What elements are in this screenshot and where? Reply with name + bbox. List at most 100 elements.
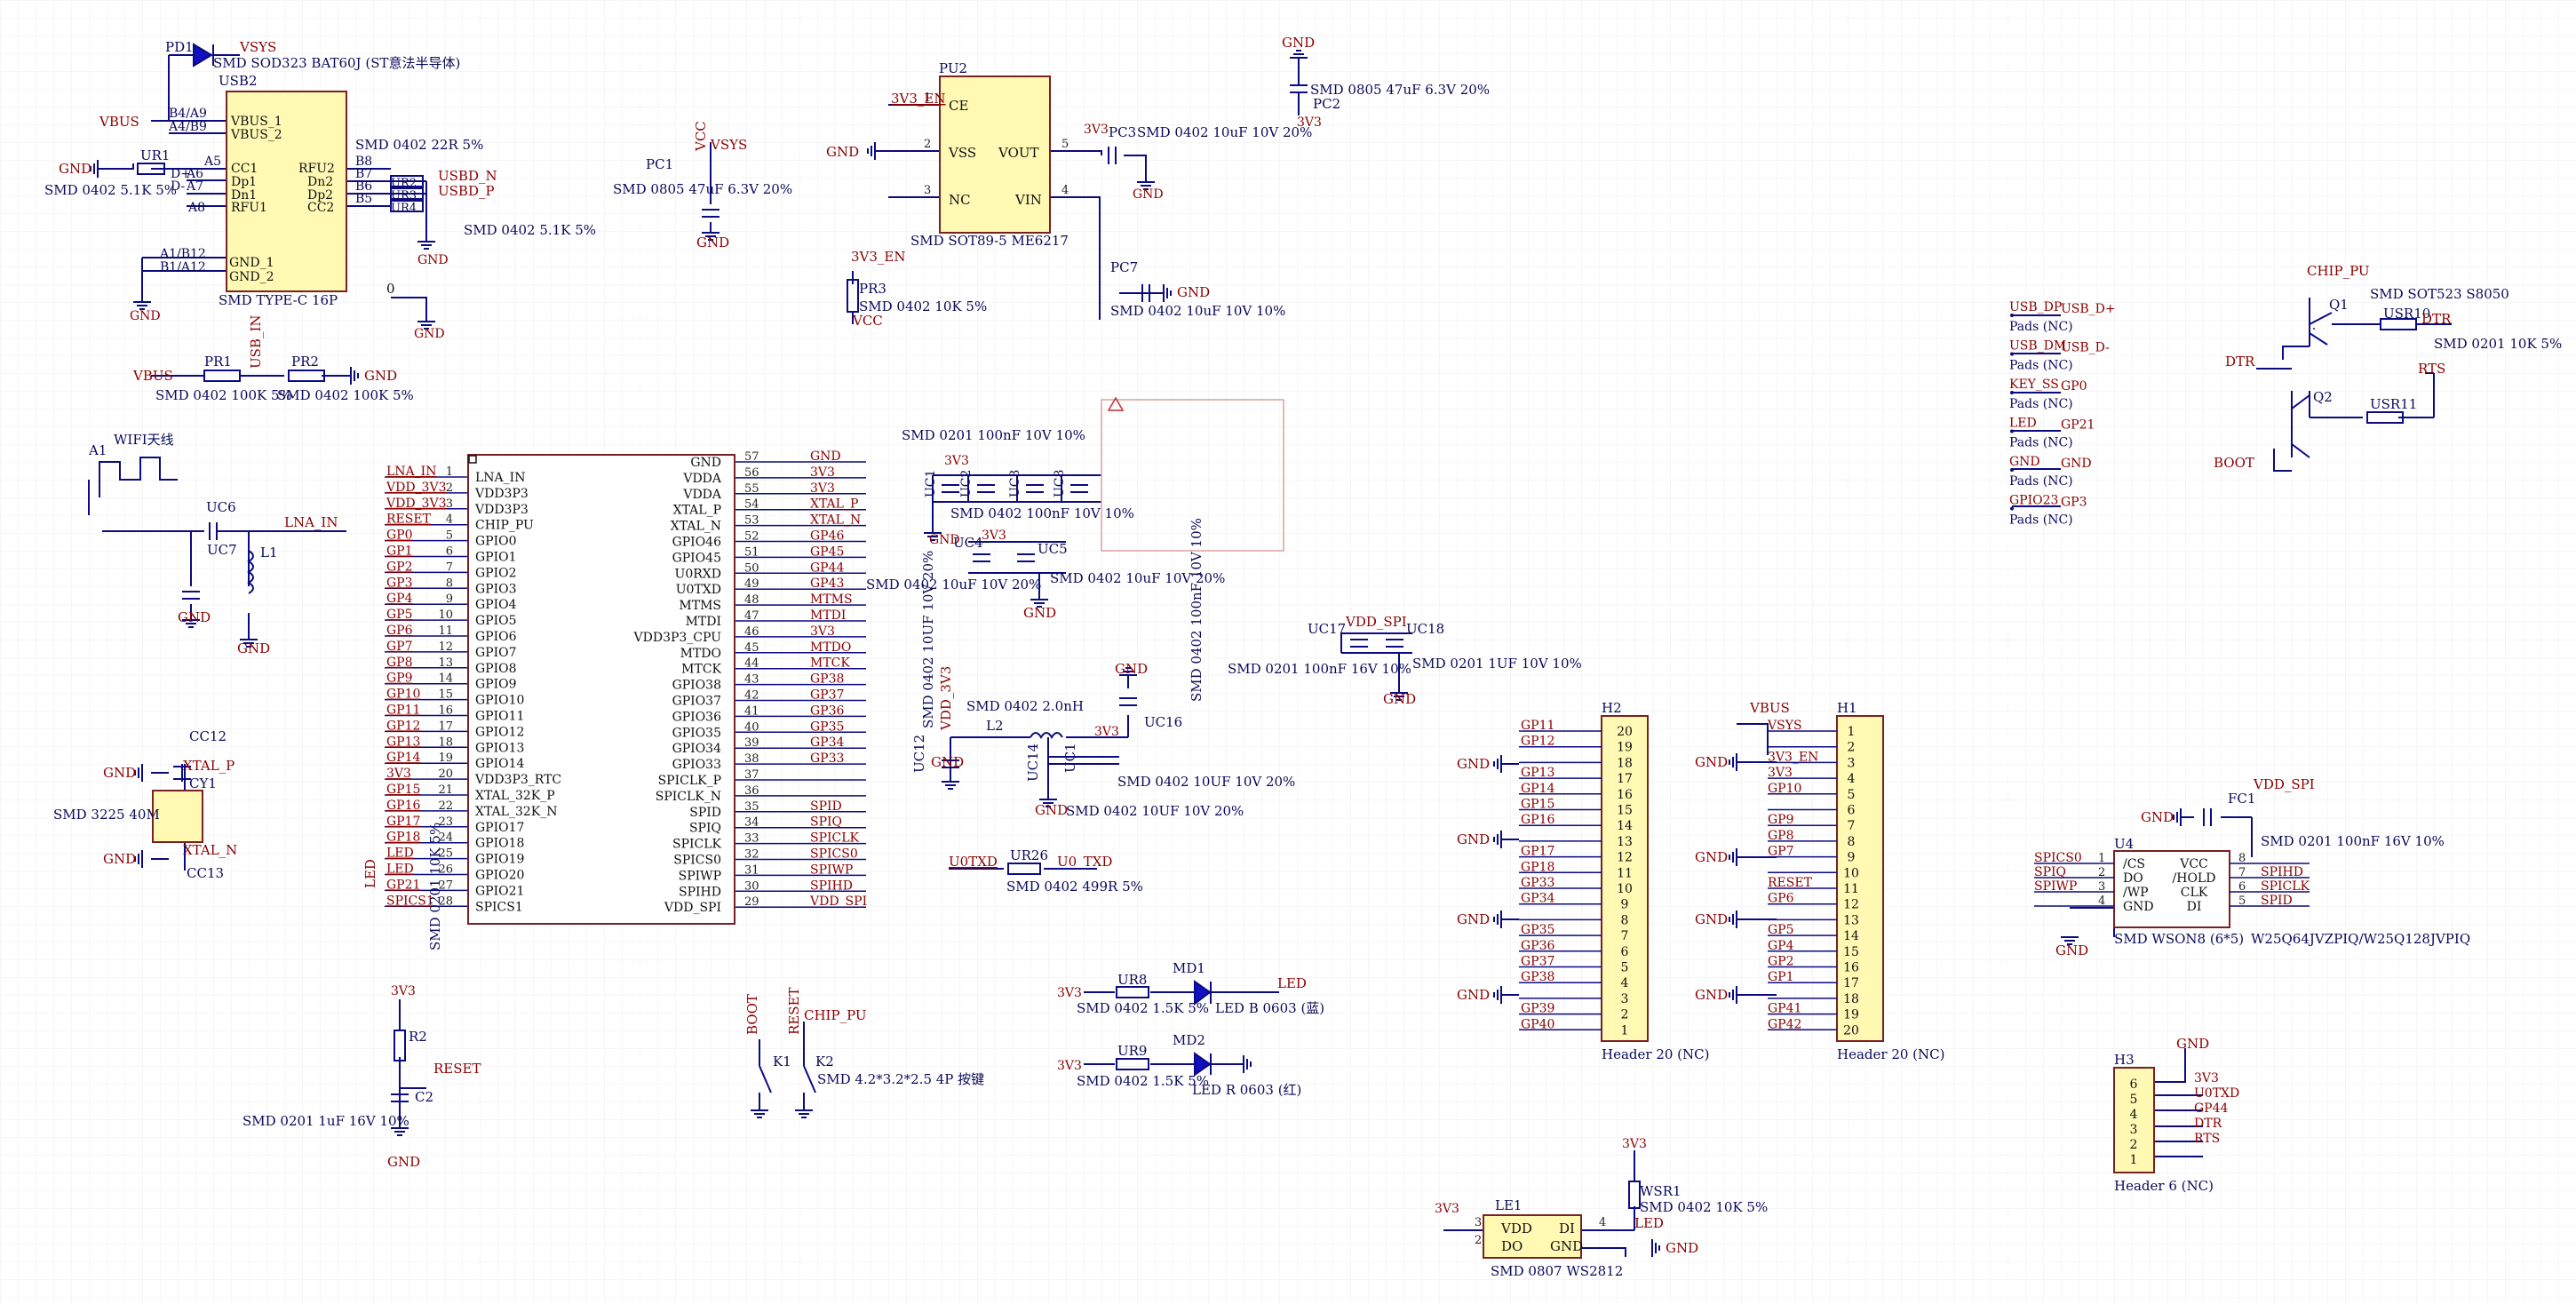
usb2-pin-a8: A8 [187, 201, 205, 215]
uc18-comment: SMD 0201 1UF 10V 10% [1412, 656, 1582, 672]
h2-net: GP16 [1521, 813, 1555, 827]
u4-left-pin: DO [2123, 871, 2143, 886]
mcu-right-net: GP36 [810, 704, 845, 718]
mcu-left-net: RESET [386, 513, 432, 527]
mcu-right-pin-name: MTCK [681, 663, 721, 677]
mcu-right-net: SPICLK [810, 831, 860, 846]
mcu-left-pin-name: VDD3P3_RTC [474, 773, 561, 787]
uc18-capacitor [1386, 639, 1403, 648]
md1-comment: LED B 0603 (蓝) [1215, 1000, 1324, 1016]
c2-designator: C2 [415, 1089, 433, 1105]
zero-gnd [417, 321, 435, 330]
h3-net: GP44 [2194, 1101, 2229, 1116]
h1-net: 3V3_EN [1768, 750, 1818, 764]
mcu-left-net: GP18 [386, 831, 420, 845]
mcu-right-net: MTDI [810, 608, 846, 623]
usb2-pin-rfu1: RFU1 [231, 201, 267, 215]
mcu-left-net: GP16 [386, 799, 421, 813]
h2-comment: Header 20 (NC) [1602, 1046, 1709, 1062]
usb2-body [226, 91, 347, 292]
ur1-gnd [90, 160, 99, 178]
mcu-left-pin-name: XTAL_32K_P [475, 789, 555, 803]
reset-button-label: RESET [786, 988, 802, 1035]
wifi-antenna-label: WIFI天线 [114, 432, 174, 448]
h1-pin-number: 14 [1843, 929, 1859, 943]
mcu-left-pin-name: GPIO10 [475, 694, 524, 708]
xtal-p-label: XTAL_P [183, 758, 235, 774]
pad-label: Pads (NC) [2009, 436, 2073, 450]
h2-pin-number: 3 [1621, 992, 1629, 1006]
u4-right-pin: VCC [2179, 857, 2208, 871]
h1-pin-number: 6 [1848, 804, 1856, 818]
mcu-left-pin-name: GPIO2 [475, 566, 517, 580]
u4-right-net: SPIHD [2261, 865, 2303, 879]
ur26-designator: UR26 [1010, 847, 1048, 863]
h1-body [1836, 715, 1884, 1042]
pad-out-net: USB_D+ [2061, 302, 2116, 316]
uc3-designator: UC3 [1008, 470, 1022, 497]
mcu-left-net: GP21 [386, 878, 420, 892]
mcu-left-pin-name: CHIP_PU [475, 519, 534, 533]
mcu-right-pin-number: 57 [744, 450, 759, 464]
mcu-left-pin-name: XTAL_32K_N [475, 805, 557, 819]
pr1-comment: SMD 0402 100K 5% [155, 387, 292, 403]
pc1-capacitor [702, 209, 720, 218]
mcu-left-pin-name: GPIO8 [475, 662, 517, 676]
h1-net: GP41 [1768, 1002, 1801, 1016]
mcu-right-pin-number: 41 [744, 704, 759, 718]
h1-net: GP10 [1768, 782, 1801, 796]
h1-net: GP42 [1768, 1017, 1801, 1031]
usb2-pin-vbus1: VBUS_1 [230, 115, 282, 129]
mcu-right-pin-number: 32 [744, 848, 759, 862]
mcu-body [467, 454, 735, 925]
mcu-right-net: GP33 [810, 751, 844, 766]
uc7-designator: UC7 [207, 542, 237, 558]
mcu-left-pin-name: SPICS1 [475, 900, 523, 914]
gnd-label-fc1: GND [2141, 809, 2174, 825]
mcu-left-net: GP3 [386, 576, 413, 590]
u4-comment: SMD WSON8 (6*5) [2114, 931, 2244, 947]
uc15-designator: UC1 [1062, 743, 1078, 773]
mcu-right-net: 3V3 [810, 624, 835, 639]
gnd-label-l1: GND [237, 640, 270, 656]
pc2-designator: PC2 [1313, 96, 1340, 112]
uc4-designator: UC4 [953, 535, 983, 551]
mcu-right-pin-name: MTMS [679, 599, 721, 613]
mcu-right-pin-name: VDDA [682, 472, 722, 486]
pc3-designator: PC3 [1109, 124, 1136, 140]
gnd-label-ur1: GND [59, 161, 91, 177]
h1-gnd-2 [1729, 910, 1737, 928]
mcu-right-pin-name: VDDA [682, 488, 722, 502]
mcu-left-net: GP4 [386, 592, 413, 606]
u4-left-pin: /WP [2123, 886, 2149, 900]
mcu-left-pin-number: 4 [446, 513, 453, 527]
pad-dot [2010, 391, 2014, 394]
ur8-3v3: 3V3 [1057, 986, 1082, 1000]
mcu-right-net: SPID [810, 799, 842, 814]
pr2-designator: PR2 [291, 354, 319, 370]
h1-pin-number: 7 [1848, 819, 1856, 833]
vbus-pr-label: VBUS [132, 368, 173, 384]
pc3-comment: SMD 0402 10uF 10V 20% [1137, 124, 1312, 140]
mcu-left-pin-name: GPIO12 [475, 725, 524, 739]
usb2-designator: USB2 [219, 73, 257, 89]
mcu-left-pin-number: 23 [438, 815, 453, 829]
cy1-comment: SMD 3225 40M [53, 807, 160, 823]
ur-bot-comment: SMD 0402 5.1K 5% [464, 222, 596, 238]
h2-net: GP38 [1521, 970, 1554, 984]
pad-label: Pads (NC) [2009, 397, 2073, 411]
ur8-resistor [1116, 986, 1149, 998]
uc2-capacitor [977, 484, 995, 493]
u4-right-num: 7 [2238, 866, 2246, 879]
u4-left-num: 3 [2098, 880, 2105, 894]
h2-gnd-1 [1493, 831, 1502, 848]
pad-out-net: GP0 [2061, 379, 2087, 394]
pc1-designator: PC1 [646, 156, 673, 172]
mcu-right-pin-name: GPIO45 [672, 551, 721, 565]
mcu-right-net: GP43 [810, 576, 844, 591]
mcu-left-pin-name: LNA_IN [475, 471, 525, 485]
md1-led [1194, 980, 1212, 1006]
ur3-designator: UR3 [391, 189, 417, 203]
h2-gnd-2 [1493, 910, 1502, 928]
h3-gnd-label: GND [2176, 1036, 2209, 1052]
